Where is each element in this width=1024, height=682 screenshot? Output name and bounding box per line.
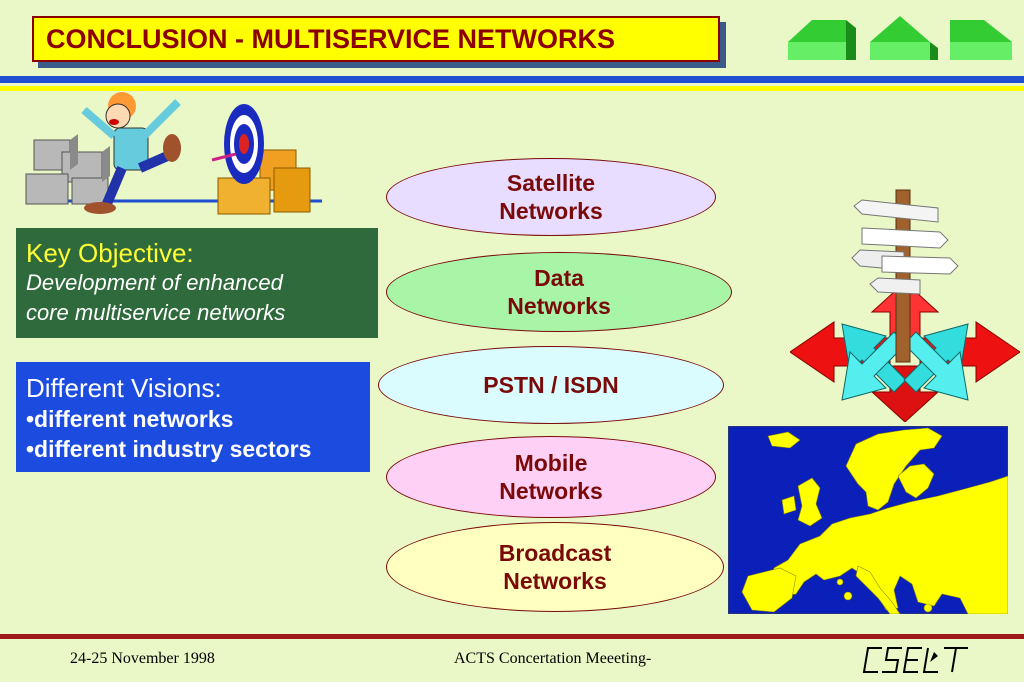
oval-label: Data Networks <box>507 265 611 319</box>
oval-pstn-isdn: PSTN / ISDN <box>378 346 724 424</box>
key-objective-heading: Key Objective: <box>26 238 194 268</box>
oval-label: PSTN / ISDN <box>483 372 619 398</box>
visions-heading: Different Visions: <box>26 373 222 403</box>
oval-satellite-networks: Satellite Networks <box>386 158 716 236</box>
header-rule-blue <box>0 76 1024 83</box>
slide-title: CONCLUSION - MULTISERVICE NETWORKS <box>46 23 616 54</box>
different-visions-box: Different Visions: •different networks •… <box>16 362 370 472</box>
oval-data-networks: Data Networks <box>386 252 732 332</box>
nav-arrows <box>788 16 1012 60</box>
footer-rule <box>0 634 1024 639</box>
europe-map-icon <box>728 426 1008 614</box>
oval-mobile-networks: Mobile Networks <box>386 436 716 518</box>
key-objective-line-1: Development of enhanced <box>26 270 283 295</box>
signpost-arrows-icon <box>790 189 1020 422</box>
key-objective-box: Key Objective: Development of enhanced c… <box>16 228 378 338</box>
cselt-logo-icon <box>862 647 968 673</box>
nav-arrow-left-icon[interactable] <box>788 20 856 60</box>
key-objective-line-2: core multiservice networks <box>26 300 286 325</box>
kicking-person-clipart-icon <box>25 92 322 215</box>
footer-event: ACTS Concertation Meeeting- <box>454 650 652 667</box>
footer-date: 24-25 November 1998 <box>70 650 215 667</box>
oval-broadcast-networks: Broadcast Networks <box>386 522 724 612</box>
oval-label: Broadcast Networks <box>498 540 612 594</box>
nav-arrow-right-icon[interactable] <box>950 20 1012 60</box>
oval-label: Satellite Networks <box>499 170 603 224</box>
header-rule-yellow <box>0 86 1024 91</box>
visions-item: •different industry sectors <box>26 436 312 462</box>
nav-arrow-up-icon[interactable] <box>870 16 938 60</box>
visions-item: •different networks <box>26 406 234 432</box>
oval-label: Mobile Networks <box>499 450 603 504</box>
slide-title-box: CONCLUSION - MULTISERVICE NETWORKS <box>32 16 720 62</box>
